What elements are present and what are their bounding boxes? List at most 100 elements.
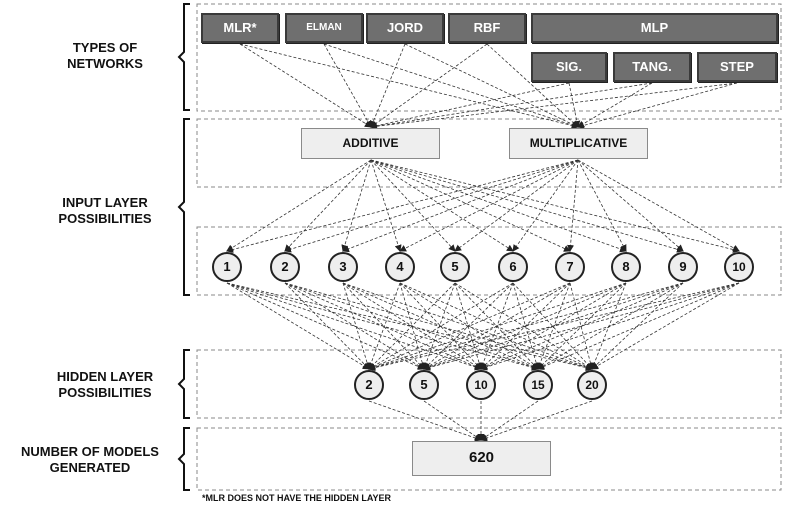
- brace-hidden-layer: [177, 349, 190, 419]
- network-label-mlp: MLP: [640, 20, 669, 35]
- arrow-input-to-hidden-node: [368, 282, 684, 371]
- arrow-multiplicative-to-input-node: [567, 159, 579, 252]
- network-label-elman: ELMAN: [306, 22, 342, 33]
- input-node: 3: [328, 252, 358, 282]
- hidden-node: 2: [354, 370, 384, 400]
- input-node: 10: [724, 252, 754, 282]
- network-label-jord: JORD: [386, 20, 424, 35]
- input-node: 1: [212, 252, 242, 282]
- arrow-input-to-hidden-node: [537, 282, 740, 370]
- arrow-input-to-hidden-node: [284, 282, 482, 370]
- arrow-network-to-multiplicative: [577, 82, 738, 129]
- network-box-step: STEP: [697, 52, 777, 82]
- network-box-jord: JORD: [366, 13, 444, 43]
- input-node: 4: [385, 252, 415, 282]
- arrow-input-to-hidden-node: [423, 282, 627, 370]
- hidden-node: 10: [466, 370, 496, 400]
- arrow-multiplicative-to-input-node: [577, 159, 684, 252]
- arrow-multiplicative-to-input-node: [577, 159, 627, 252]
- arrow-multiplicative-to-input-node: [577, 159, 740, 252]
- arrow-multiplicative-to-input-node: [342, 159, 579, 253]
- arrow-additive-to-input-node: [370, 159, 627, 253]
- arrow-input-to-hidden-node: [423, 282, 571, 370]
- network-label-tang: TANG.: [632, 59, 672, 74]
- input-node-label: 1: [223, 259, 231, 274]
- arrow-input-to-hidden-node: [342, 282, 539, 370]
- input-node-label: 8: [622, 259, 630, 274]
- arrow-network-to-multiplicative: [568, 82, 581, 128]
- section-label-line: HIDDEN LAYER POSSIBILITIES: [56, 369, 154, 400]
- section-label-input-layer: INPUT LAYER POSSIBILITIES: [40, 195, 170, 227]
- section-label-types-of-networks: TYPES OF NETWORKS: [40, 40, 170, 72]
- arrow-input-to-hidden-node: [226, 282, 593, 372]
- arrow-additive-to-input-node: [370, 159, 571, 252]
- arrow-network-to-multiplicative: [404, 43, 579, 128]
- input-function-label-multiplicative: MULTIPLICATIVE: [529, 136, 628, 150]
- arrow-input-to-hidden-node: [368, 282, 456, 370]
- arrow-multiplicative-to-input-node: [399, 159, 579, 252]
- arrow-hidden-to-models: [480, 400, 539, 441]
- arrow-input-to-hidden-node: [342, 282, 593, 371]
- network-box-tang: TANG.: [613, 52, 691, 82]
- input-node-label: 3: [339, 259, 347, 274]
- arrow-network-to-additive: [323, 43, 372, 128]
- arrow-input-to-hidden-node: [368, 282, 740, 372]
- arrow-network-to-additive: [370, 82, 738, 130]
- arrow-input-to-hidden-node: [226, 282, 370, 370]
- arrow-network-to-additive: [239, 43, 372, 128]
- input-node-label: 7: [566, 259, 574, 274]
- input-node: 8: [611, 252, 641, 282]
- arrow-input-to-hidden-node: [422, 282, 456, 370]
- network-label-step: STEP: [720, 59, 754, 74]
- network-box-rbf: RBF: [448, 13, 526, 43]
- brace-models: [177, 427, 190, 491]
- input-function-box-additive: ADDITIVE: [301, 128, 440, 159]
- arrow-additive-to-input-node: [370, 159, 514, 252]
- arrow-network-to-multiplicative: [486, 43, 579, 128]
- arrow-input-to-hidden-node: [368, 282, 627, 371]
- arrow-input-to-hidden-node: [423, 282, 740, 371]
- arrow-input-to-hidden-node: [368, 282, 571, 370]
- panel-input-functions: [196, 118, 782, 188]
- arrow-input-to-hidden-node: [226, 282, 425, 370]
- input-node: 6: [498, 252, 528, 282]
- arrow-network-to-additive: [370, 43, 488, 128]
- input-function-box-multiplicative: MULTIPLICATIVE: [509, 128, 648, 159]
- footnote: *MLR DOES NOT HAVE THE HIDDEN LAYER: [202, 493, 392, 503]
- arrow-network-to-additive: [370, 82, 653, 130]
- hidden-node: 15: [523, 370, 553, 400]
- brace-types-of-networks: [177, 3, 190, 111]
- arrow-multiplicative-to-input-node: [284, 159, 579, 253]
- brace-input-layer: [177, 118, 190, 296]
- hidden-node-label: 15: [531, 378, 545, 392]
- section-label-line: NUMBER OF MODELS GENERATED: [21, 444, 159, 475]
- arrow-input-to-hidden-node: [284, 282, 425, 370]
- arrow-multiplicative-to-input-node: [454, 159, 579, 252]
- hidden-node: 20: [577, 370, 607, 400]
- input-node: 9: [668, 252, 698, 282]
- arrow-input-to-hidden-node: [480, 282, 627, 370]
- hidden-node-label: 10: [474, 378, 488, 392]
- arrow-additive-to-input-node: [370, 159, 402, 252]
- section-label-line: INPUT LAYER POSSIBILITIES: [58, 195, 152, 226]
- input-node-label: 5: [451, 259, 459, 274]
- arrow-input-to-hidden-node: [591, 282, 740, 370]
- section-label-number-of-models: NUMBER OF MODELS GENERATED: [5, 444, 175, 476]
- input-node-label: 10: [732, 260, 746, 274]
- network-label-sig: SIG.: [555, 59, 582, 74]
- arrow-multiplicative-to-input-node: [226, 159, 579, 253]
- network-label-mlr: MLR*: [223, 20, 257, 35]
- panel-hidden-nodes: [196, 349, 782, 419]
- arrow-input-to-hidden-node: [454, 282, 593, 370]
- network-box-mlr: MLR*: [201, 13, 279, 43]
- section-label-hidden-layer: HIDDEN LAYER POSSIBILITIES: [35, 369, 175, 401]
- arrow-input-to-hidden-node: [284, 282, 539, 371]
- models-generated-box: 620: [412, 441, 551, 476]
- arrow-additive-to-input-node: [370, 159, 684, 253]
- arrow-hidden-to-models: [423, 400, 482, 441]
- arrow-network-to-additive: [370, 82, 570, 130]
- arrow-additive-to-input-node: [370, 159, 456, 252]
- input-node-label: 9: [679, 259, 687, 274]
- arrow-additive-to-input-node: [370, 159, 740, 253]
